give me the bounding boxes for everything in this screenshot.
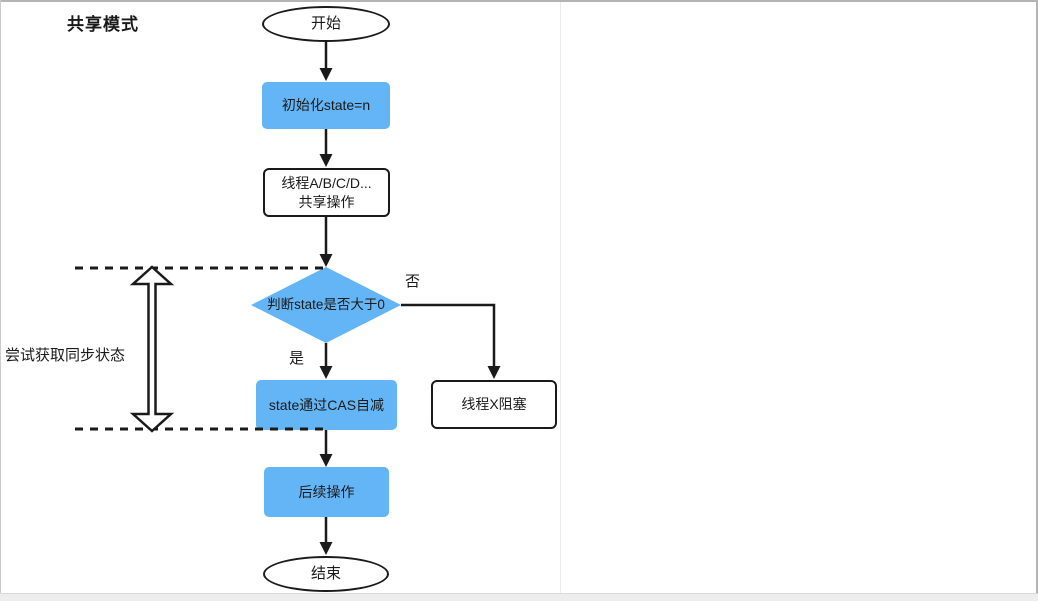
node-start-terminator: 开始 — [262, 6, 390, 42]
node-cas-label: state通过CAS自减 — [268, 396, 385, 413]
node-thread-block: 线程X阻塞 — [431, 380, 557, 429]
edge-threads-to-decision — [319, 217, 333, 267]
diamond-shape — [251, 267, 401, 343]
node-init-state: 初始化state=n — [262, 82, 390, 129]
annotation-try-acquire-label: 尝试获取同步状态 — [5, 347, 126, 364]
arrowhead-down-icon — [319, 366, 333, 379]
edge-cas-to-next — [319, 430, 333, 467]
arrowhead-down-icon — [487, 366, 501, 379]
node-end-terminator: 结束 — [263, 556, 389, 592]
node-end-label: 结束 — [310, 564, 341, 582]
edge-start-to-init — [319, 41, 333, 81]
diagram-title: 共享模式 — [67, 15, 139, 34]
node-init-label: 初始化state=n — [281, 97, 371, 114]
edge-decision-yes-to-cas — [319, 343, 333, 379]
node-threads-shared-op: 线程A/B/C/D... 共享操作 — [263, 168, 390, 217]
edge-next-to-end — [319, 517, 333, 555]
edge-decision-no-to-block — [401, 303, 501, 379]
arrowhead-down-icon — [319, 454, 333, 467]
edge-label-yes: 是 — [289, 350, 305, 367]
edge-label-no: 否 — [405, 273, 421, 290]
page-boundary-divider — [560, 2, 561, 593]
node-threads-label-line2: 共享操作 — [298, 193, 355, 210]
bottom-bar — [0, 593, 1038, 601]
arrowhead-down-icon — [319, 542, 333, 555]
edge-init-to-threads — [319, 129, 333, 167]
arrowhead-down-icon — [319, 154, 333, 167]
right-border — [1036, 0, 1038, 601]
top-border — [0, 0, 1038, 2]
node-decision-diamond: 判断state是否大于0 — [251, 267, 401, 343]
arrowhead-down-icon — [319, 68, 333, 81]
node-next-label: 后续操作 — [298, 483, 355, 500]
node-start-label: 开始 — [310, 14, 341, 32]
node-block-label: 线程X阻塞 — [461, 396, 527, 413]
node-followup-op: 后续操作 — [264, 467, 389, 517]
arrowhead-down-icon — [319, 254, 333, 267]
node-decision-label: 判断state是否大于0 — [267, 296, 385, 312]
double-arrow-icon — [129, 265, 175, 433]
left-border — [0, 0, 1, 601]
node-threads-label-line1: 线程A/B/C/D... — [281, 174, 372, 191]
node-cas-decrement: state通过CAS自减 — [256, 380, 397, 430]
